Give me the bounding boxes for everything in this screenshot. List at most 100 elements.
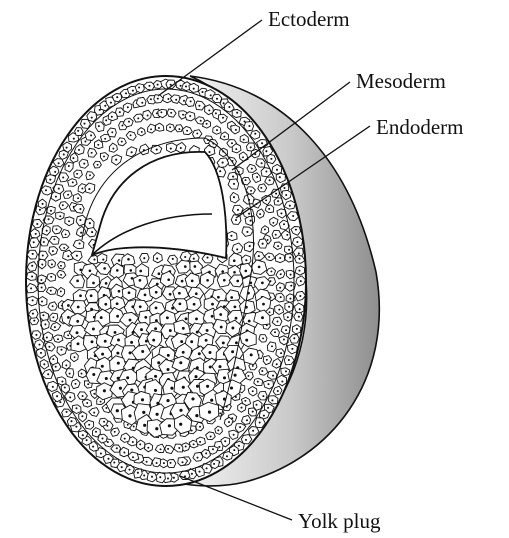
cell-nucleus (83, 123, 85, 125)
cell-nucleus (250, 190, 252, 192)
cell-nucleus (157, 84, 159, 86)
cell-nucleus (185, 317, 188, 320)
cell-nucleus (288, 306, 290, 308)
cell-nucleus (116, 447, 118, 449)
cell-nucleus (103, 267, 106, 270)
cell (40, 312, 49, 321)
cell-nucleus (259, 213, 261, 215)
cell-nucleus (231, 142, 233, 144)
cell-nucleus (78, 149, 80, 151)
cell-nucleus (258, 255, 260, 257)
cell-nucleus (128, 291, 131, 294)
cell-nucleus (105, 119, 107, 121)
cell-nucleus (277, 245, 279, 247)
cell-nucleus (209, 351, 212, 354)
cell-nucleus (62, 204, 64, 206)
cell-nucleus (205, 452, 207, 454)
cell-nucleus (222, 162, 224, 164)
cell-nucleus (117, 362, 120, 365)
cell-nucleus (127, 424, 129, 426)
cell-nucleus (116, 352, 119, 355)
cell-nucleus (104, 340, 107, 343)
cell-nucleus (285, 194, 287, 196)
cell-nucleus (235, 219, 237, 221)
cell-nucleus (155, 427, 158, 430)
cell-nucleus (86, 439, 88, 441)
cell-nucleus (41, 287, 43, 289)
cell-nucleus (236, 248, 238, 250)
cell-nucleus (105, 377, 108, 380)
cell-nucleus (228, 106, 230, 108)
cell-nucleus (175, 99, 177, 101)
cell-nucleus (79, 294, 82, 297)
cell-nucleus (154, 327, 157, 330)
cell-nucleus (246, 231, 248, 233)
cell-nucleus (59, 401, 61, 403)
cell-nucleus (216, 98, 218, 100)
cell-nucleus (193, 88, 195, 90)
cell-nucleus (290, 285, 292, 287)
cell-nucleus (219, 412, 221, 414)
cell-nucleus (82, 434, 84, 436)
cell-nucleus (72, 157, 74, 159)
cell-nucleus (258, 266, 261, 269)
cell-nucleus (67, 255, 69, 257)
cell-nucleus (223, 102, 225, 104)
cell-nucleus (52, 250, 54, 252)
cell-nucleus (219, 313, 222, 316)
cell-nucleus (60, 265, 62, 267)
cell-nucleus (68, 165, 70, 167)
cell-nucleus (216, 129, 218, 131)
cell-nucleus (235, 129, 237, 131)
cell-nucleus (139, 443, 141, 445)
cell-nucleus (280, 352, 282, 354)
cell-nucleus (222, 117, 224, 119)
cell-nucleus (179, 303, 182, 306)
cell-nucleus (272, 375, 274, 377)
cell-nucleus (254, 133, 256, 135)
cell-nucleus (68, 220, 70, 222)
cell-nucleus (142, 411, 145, 414)
cell-nucleus (261, 370, 263, 372)
cell-nucleus (143, 257, 145, 259)
cell-nucleus (83, 163, 85, 165)
cell-nucleus (54, 171, 56, 173)
cell-nucleus (31, 265, 33, 267)
cell-nucleus (281, 380, 283, 382)
cell-nucleus (285, 329, 287, 331)
cell-nucleus (230, 386, 233, 389)
cell-nucleus (48, 346, 50, 348)
cell-nucleus (70, 420, 72, 422)
label-ectoderm: Ectoderm (268, 7, 350, 31)
cell-nucleus (231, 327, 234, 330)
cell-nucleus (90, 294, 93, 297)
cell-nucleus (67, 316, 70, 319)
cell-nucleus (246, 419, 248, 421)
cell-nucleus (101, 353, 104, 356)
cell-nucleus (69, 396, 71, 398)
cell-nucleus (182, 461, 184, 463)
cell-nucleus (114, 431, 116, 433)
cell-nucleus (114, 331, 117, 334)
cell-nucleus (250, 220, 252, 222)
cell-nucleus (92, 446, 94, 448)
cell-nucleus (91, 340, 94, 343)
cell-nucleus (167, 354, 170, 357)
cell-nucleus (182, 114, 184, 116)
cell-nucleus (208, 151, 210, 153)
cell-nucleus (193, 303, 196, 306)
cell-nucleus (150, 128, 152, 130)
cell-nucleus (170, 462, 172, 464)
cell-nucleus (166, 368, 169, 371)
cell-nucleus (79, 242, 81, 244)
cell-nucleus (132, 441, 134, 443)
cell-nucleus (268, 383, 270, 385)
cell-nucleus (44, 323, 46, 325)
cell-nucleus (41, 264, 43, 266)
cell-nucleus (146, 461, 148, 463)
cell-nucleus (252, 365, 254, 367)
cell-nucleus (180, 147, 182, 149)
cell-nucleus (91, 152, 93, 154)
cell-nucleus (275, 234, 277, 236)
cell-nucleus (265, 171, 267, 173)
